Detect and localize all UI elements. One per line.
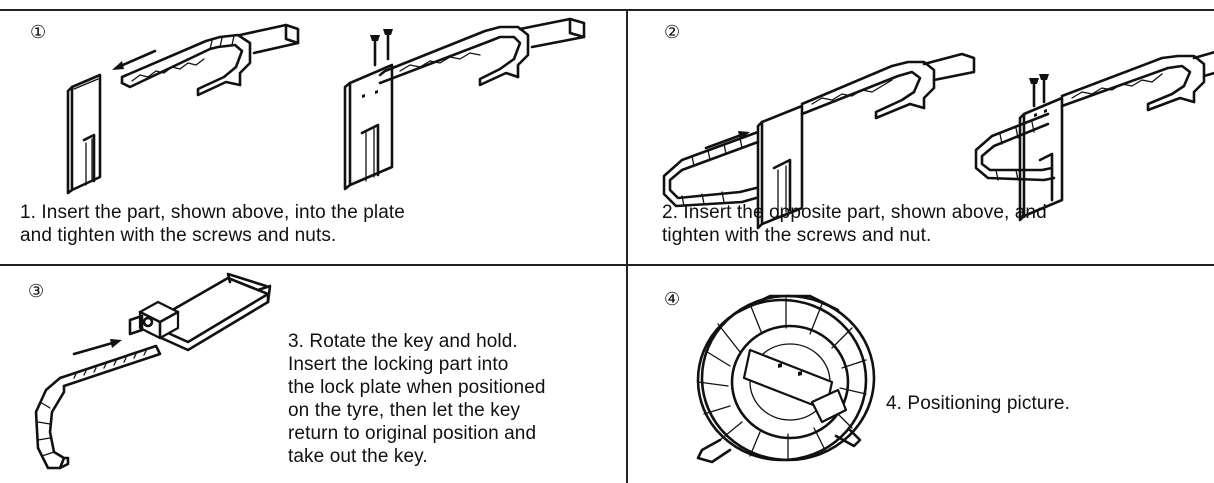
step-1-marker: ① (30, 22, 47, 42)
middle-divider (0, 264, 1214, 266)
step-1-panel: ① (0, 10, 626, 264)
step-4-marker: ④ (664, 289, 681, 309)
step-2-illustration-insert (662, 52, 976, 230)
step-3-panel: ③ 3. Rotate the key and hold. Insert the… (0, 266, 626, 483)
step-4-caption: 4. Positioning picture. (886, 393, 1070, 414)
step-3-caption: 3. Rotate the key and hold. Insert the l… (288, 331, 546, 467)
step-1-caption: 1. Insert the part, shown above, into th… (20, 202, 405, 246)
step-1-illustration-tighten (343, 17, 586, 191)
step-4-panel: ④ 4. Positioning picture. (628, 266, 1214, 483)
center-divider (626, 9, 628, 483)
top-border (0, 9, 1214, 11)
step-2-illustration-tighten (974, 50, 1214, 222)
step-2-marker: ② (664, 22, 681, 42)
step-1-illustration-insert (66, 23, 300, 195)
step-2-panel: ② (628, 10, 1214, 264)
step-4-illustration-tyre (696, 294, 876, 464)
step-3-illustration (34, 272, 272, 470)
step-2-caption: 2. Insert the opposite part, shown above… (662, 202, 1047, 246)
step-3-marker: ③ (28, 281, 45, 301)
